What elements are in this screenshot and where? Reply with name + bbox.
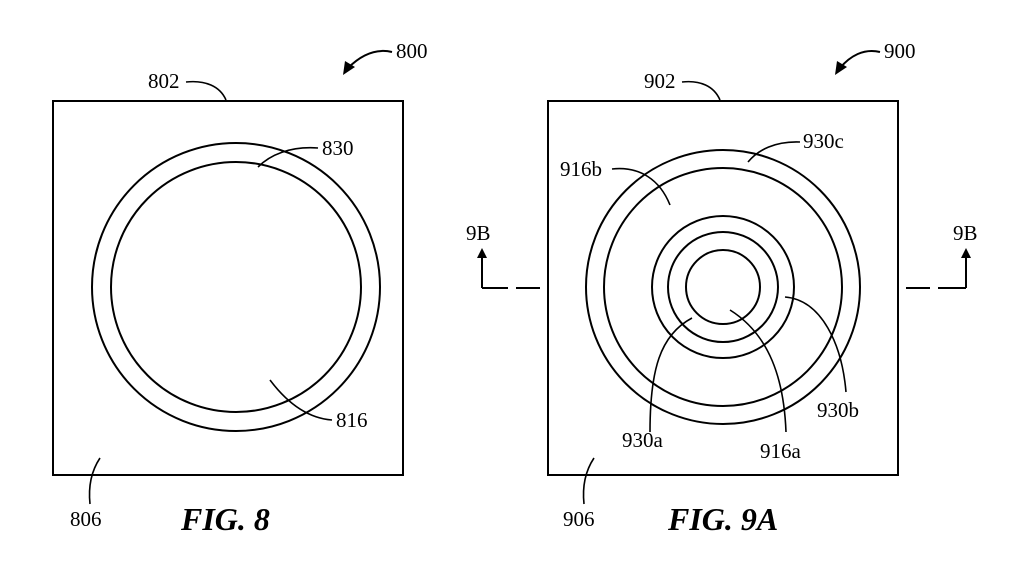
fig9a-ring-930b-inner-edge	[667, 231, 779, 343]
fig8-ref-800-arrowhead	[343, 61, 355, 75]
fig8-caption: FIG. 8	[180, 501, 270, 537]
fig8-ref-806-leader	[88, 457, 101, 505]
fig9a-ref-930c: 930c	[803, 129, 844, 153]
fig9a-ref-930a: 930a	[622, 428, 664, 452]
fig9a-ref-930a-leader	[649, 317, 693, 433]
fig9a-ref-916a-leader	[729, 309, 787, 433]
fig9a-ref-906-leader	[582, 457, 595, 505]
fig8-ref-830-leader	[257, 146, 319, 168]
fig9a-ref-902: 902	[644, 69, 676, 93]
fig8-ref-816-leader	[269, 379, 333, 421]
fig9a-section-label-right: 9B	[953, 221, 978, 245]
fig9a-ring-930c-inner-edge	[603, 167, 843, 407]
fig9a-ring-930c-outer-edge	[585, 149, 861, 425]
fig9a-ref-900-arrow	[839, 50, 881, 69]
fig9a-ref-900-arrowhead	[835, 61, 847, 75]
fig9a-ring-930b-outer-edge	[651, 215, 795, 359]
fig9a-substrate-box	[547, 100, 899, 476]
fig9a-ref-916b-leader	[611, 167, 671, 206]
fig9a-ref-916a: 916a	[760, 439, 802, 463]
fig9a-section-label-left: 9B	[466, 221, 491, 245]
fig8-substrate-box	[52, 100, 404, 476]
fig9a-ref-916b: 916b	[560, 157, 602, 181]
fig9a-caption: FIG. 9A	[667, 501, 778, 537]
fig-8: 800 802 830 816 806 FIG. 8	[52, 39, 428, 537]
fig8-ref-800-arrow	[347, 50, 393, 69]
fig9a-ring-930a-inner-edge	[685, 249, 761, 325]
fig8-ref-806: 806	[70, 507, 102, 531]
fig8-ring-outer-edge	[91, 142, 381, 432]
fig9a-ref-902-leader	[681, 80, 721, 101]
fig9a-section-arrowhead-right	[961, 248, 971, 258]
fig9a-ref-906: 906	[563, 507, 595, 531]
fig9a-ref-930c-leader	[747, 141, 801, 163]
fig9a-ref-900: 900	[884, 39, 916, 63]
fig8-ref-830: 830	[322, 136, 354, 160]
fig8-ref-816: 816	[336, 408, 368, 432]
fig-9a: 900 902 930c 916b 9B 9B 930b 930a 916a 9…	[466, 39, 978, 537]
fig9a-ref-930b: 930b	[817, 398, 859, 422]
fig8-ref-802: 802	[148, 69, 180, 93]
fig9a-section-arrowhead-left	[477, 248, 487, 258]
fig8-ring-inner-edge	[110, 161, 362, 413]
fig8-ref-800: 800	[396, 39, 428, 63]
fig8-ref-802-leader	[185, 80, 227, 101]
fig9a-ref-930b-leader	[784, 296, 847, 393]
